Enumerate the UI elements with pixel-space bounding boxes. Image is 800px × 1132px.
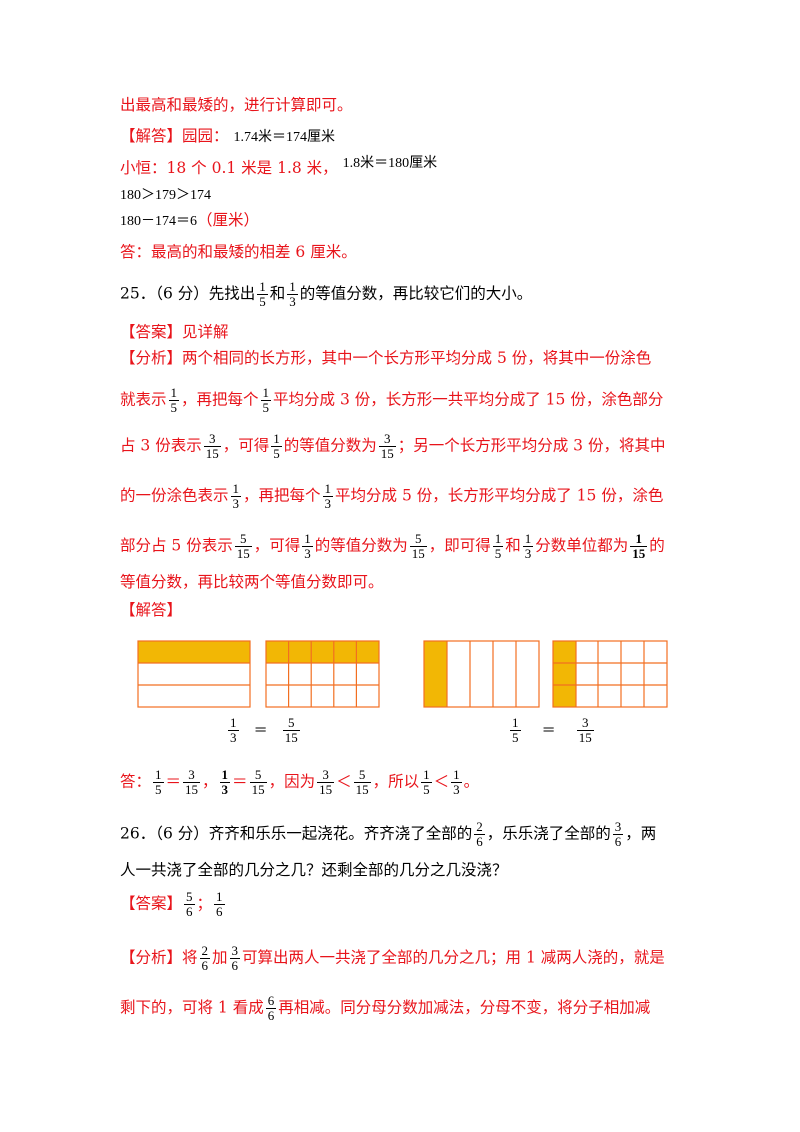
math-line: 180＞179＞174 [120, 188, 211, 203]
rect-three-fifteenths [552, 640, 668, 708]
text-line: 答：最高的和最矮的相差 6 厘米。 [120, 243, 357, 261]
math-expr: 1.8米＝180厘米 [342, 156, 438, 171]
solution-tag: 【解答】 [120, 601, 183, 619]
analysis-line: 【分析】两个相同的长方形，其中一个长方形平均分成 5 份，将其中一份涂色 [120, 349, 652, 367]
rect-one-fifth [423, 640, 540, 708]
rect-five-fifteenths [265, 640, 380, 708]
rect-one-third [137, 640, 251, 708]
analysis-line: 等值分数，再比较两个等值分数即可。 [120, 573, 384, 591]
text-line: 小恒：18 个 0.1 米是 1.8 米， 1.8米＝180厘米 [120, 156, 438, 177]
math-expr: 1.74米＝174厘米 [233, 130, 335, 145]
solution-tag: 【解答】 [120, 127, 183, 145]
text-line: 180－174＝6（厘米） [120, 211, 260, 229]
answer-line: 【答案】见详解 [120, 323, 229, 341]
question-26-line2: 人一共浇了全部的几分之几？还剩全部的几分之几没浇？ [120, 861, 508, 879]
text-line: 【解答】园园： 1.74米＝174厘米 [120, 127, 335, 145]
text-line: 出最高和最矮的，进行计算即可。 [120, 96, 353, 114]
